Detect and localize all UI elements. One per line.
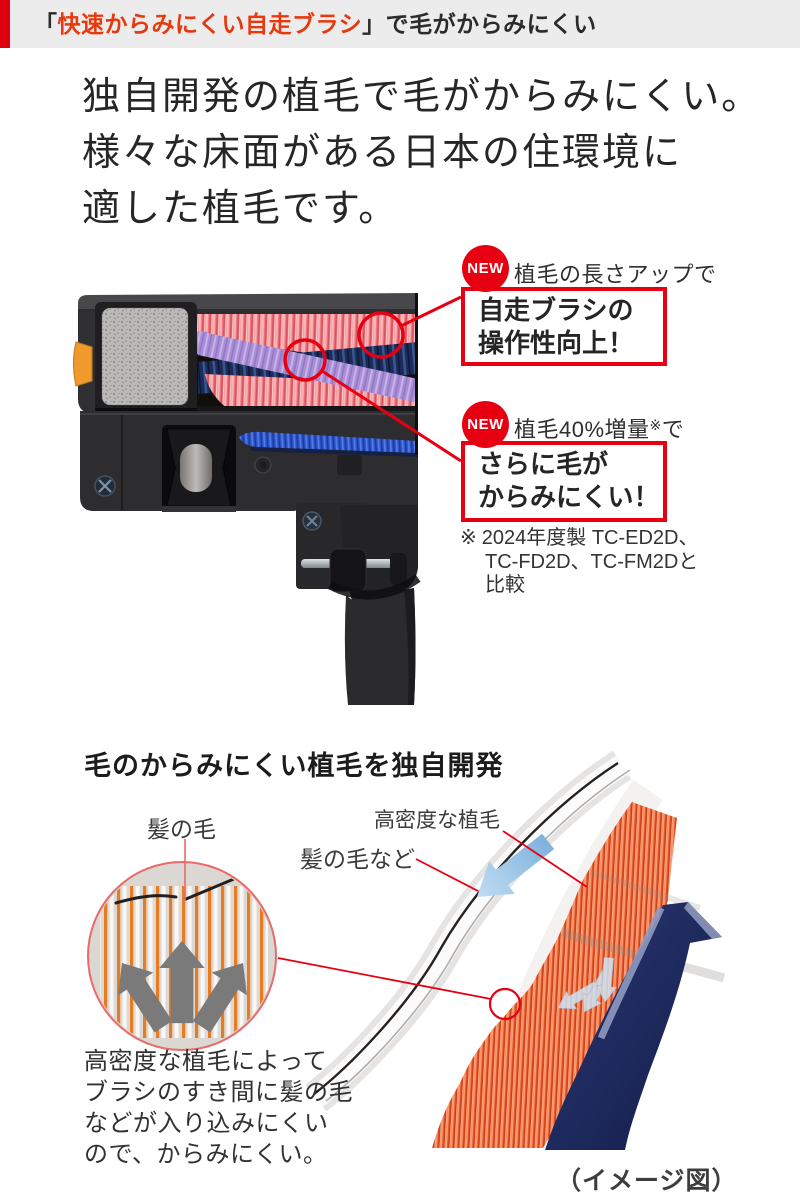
callout-box-1: 自走ブラシの 操作性向上！ — [461, 287, 667, 366]
development-description: 高密度な植毛によって ブラシのすき間に髪の毛 などが入り込みにくい ので、からみ… — [84, 1046, 353, 1170]
footnote-text-1: 2024年度製 TC-ED2D、 — [481, 527, 699, 549]
header-accent-bar — [0, 0, 10, 48]
screw-left — [94, 475, 116, 497]
neck-assembly — [296, 503, 421, 705]
callout-box-2: さらに毛が からみにくい！ — [461, 441, 667, 522]
footnote-line-1: ※2024年度製 TC-ED2D、 — [460, 527, 698, 551]
desc-line-4: ので、からみにくい。 — [84, 1141, 328, 1168]
desc-line-1: 高密度な植毛によって — [84, 1048, 328, 1075]
callout-ring-2 — [283, 338, 327, 382]
intro-line-3: 適した植毛です。 — [82, 188, 399, 230]
callout-box-2-line-1: さらに毛が — [478, 449, 609, 479]
section-header-bar: 「快速からみにくい自走ブラシ」で毛がからみにくい — [0, 0, 800, 48]
dense-bristle-band — [432, 802, 677, 1148]
label-dense-bristles: 高密度な植毛 — [374, 809, 500, 832]
brush-base-band — [545, 902, 722, 1150]
screw-right — [302, 511, 322, 531]
head-housing — [73, 293, 418, 413]
callout-lead-1: 植毛の長さアップで — [514, 262, 717, 287]
airflow-arrow-icons — [557, 957, 617, 1013]
intro-heading: 独自開発の植毛で毛がからみにくい。 様々な床面がある日本の住環境に 適した植毛で… — [82, 69, 761, 237]
pointer-lines — [277, 830, 588, 1021]
footnote-line-3: 比較 — [485, 574, 525, 596]
callout-box-2-line-2: からみにくい！ — [478, 482, 660, 512]
new-badge-1: NEW — [462, 245, 509, 292]
lower-body — [80, 411, 418, 512]
callout-box-1-line-2: 操作性向上！ — [478, 328, 635, 358]
title-rest: 」で毛がからみにくい — [362, 11, 597, 37]
intro-line-2: 様々な床面がある日本の住環境に — [82, 132, 683, 174]
callout-lead-2-text: 植毛40%増量 — [514, 417, 650, 442]
caster-wheel — [180, 444, 212, 492]
vacuum-head-photo — [73, 293, 462, 705]
comparison-footnote: ※2024年度製 TC-ED2D、 TC-FD2D、TC-FM2Dと 比較 — [460, 527, 698, 598]
block-arrow-icons — [118, 941, 247, 1033]
indicator-dot — [254, 456, 272, 474]
title-highlight: 快速からみにくい自走ブラシ — [57, 11, 363, 37]
brush-structure-diagram — [87, 750, 726, 1150]
blue-brush-strip — [239, 431, 418, 457]
callout-lead-2: 植毛40%増量※で — [514, 412, 684, 444]
reference-mark: ※ — [649, 417, 662, 433]
callout-ring-1 — [357, 311, 405, 359]
development-heading: 毛のからみにくい植毛を独自開発 — [84, 751, 504, 781]
title-bracket-open: 「 — [34, 11, 58, 37]
callout-markers — [283, 295, 462, 463]
desc-line-2: ブラシのすき間に髪の毛 — [84, 1079, 354, 1106]
callout-lead-2-suffix: で — [661, 417, 685, 442]
new-badge-2: NEW — [462, 401, 509, 448]
label-hair-etc: 髪の毛など — [300, 846, 415, 872]
footnote-mark: ※ — [460, 527, 477, 549]
image-caption: （イメージ図） — [556, 1167, 738, 1195]
callout-line-1 — [400, 295, 462, 328]
section-title: 「快速からみにくい自走ブラシ」で毛がからみにくい — [34, 0, 597, 48]
callout-box-1-line-1: 自走ブラシの — [478, 295, 634, 325]
desc-line-3: などが入り込みにくい — [84, 1110, 329, 1137]
footnote-line-2: TC-FD2D、TC-FM2Dと — [485, 550, 699, 573]
hair-curve — [313, 761, 619, 1095]
intro-line-1: 独自開発の植毛で毛がからみにくい。 — [82, 76, 762, 118]
detail-ring — [488, 987, 522, 1021]
magnifier-inset — [87, 839, 277, 1051]
label-hair: 髪の毛 — [147, 816, 216, 842]
callout-line-2 — [321, 369, 462, 463]
release-arrow-icon — [477, 833, 555, 897]
